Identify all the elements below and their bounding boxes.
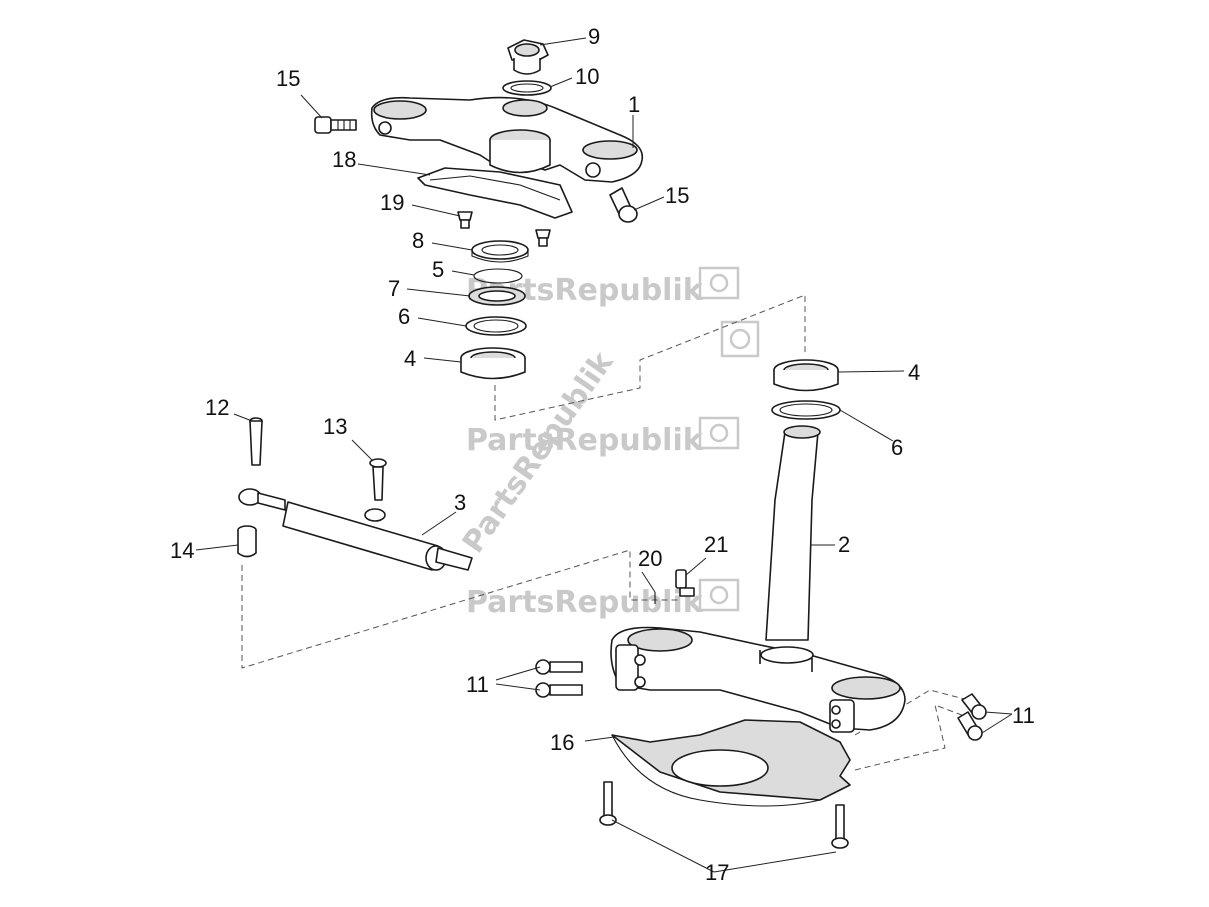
callout-19: 19 — [380, 190, 404, 215]
part-9-steering-nut — [507, 39, 549, 75]
callout-8: 8 — [412, 228, 424, 253]
callout-21: 21 — [704, 532, 728, 557]
part-7-bearing — [468, 286, 526, 306]
part-14-bushing — [237, 525, 257, 558]
callout-11-left: 11 — [466, 672, 489, 697]
callout-14: 14 — [170, 538, 194, 563]
callout-6-right: 6 — [891, 435, 903, 460]
gear-flag-icon — [698, 578, 740, 612]
callout-11-right: 11 — [1012, 703, 1035, 728]
part-4-bearing-lower — [773, 359, 839, 392]
part-15-bolt-left — [314, 116, 357, 134]
part-6-bearing-race-upper — [465, 316, 527, 336]
part-19-screw-b — [535, 229, 551, 247]
leader-lines — [195, 37, 1013, 873]
part-21-fitting — [675, 569, 695, 597]
gear-flag-icon — [720, 320, 760, 358]
callout-5: 5 — [432, 257, 444, 282]
callout-4-right: 4 — [908, 360, 920, 385]
part-17-screw-right — [831, 804, 849, 849]
part-4-bearing-upper — [460, 347, 526, 380]
part-15-bolt-right — [609, 187, 638, 223]
gear-flag-icon — [698, 266, 740, 300]
callout-4-left: 4 — [404, 346, 416, 371]
part-3-steering-damper — [238, 488, 473, 571]
part-17-screw-left — [599, 781, 617, 826]
callout-17: 17 — [705, 860, 729, 885]
part-2-lower-triple-clamp — [610, 425, 906, 733]
watermark-text-3: PartsRepublik — [466, 585, 704, 620]
part-11-bolt-d — [957, 711, 983, 741]
part-19-screw-a — [457, 211, 473, 229]
callout-20: 20 — [638, 546, 662, 571]
part-12-pin — [249, 417, 263, 466]
part-8-seal — [471, 240, 529, 263]
assembly-guide-lines — [241, 294, 976, 771]
part-16-guard-plate — [611, 719, 851, 807]
callout-12: 12 — [205, 395, 229, 420]
part-6-bearing-race-lower — [771, 400, 841, 420]
callout-10: 10 — [575, 64, 599, 89]
callout-15-right: 15 — [665, 183, 689, 208]
callout-7: 7 — [388, 276, 400, 301]
watermark-text-2: PartsRepublik — [466, 423, 704, 458]
part-5-ring — [473, 268, 523, 284]
callout-18: 18 — [332, 147, 356, 172]
part-11-bolt-b — [535, 682, 583, 698]
callout-9: 9 — [588, 24, 600, 49]
callout-15-left: 15 — [276, 66, 300, 91]
part-13-bolt — [369, 458, 387, 501]
callout-labels: 9 10 1 15 15 18 19 8 5 7 6 4 4 6 2 3 12 … — [170, 24, 1035, 885]
gear-flag-icon — [698, 416, 740, 450]
callout-13: 13 — [323, 414, 347, 439]
part-10-washer — [502, 80, 552, 96]
callout-1: 1 — [628, 92, 640, 117]
part-1-upper-triple-clamp — [370, 96, 644, 183]
callout-6-left: 6 — [398, 304, 410, 329]
callout-2: 2 — [838, 532, 850, 557]
callout-3: 3 — [454, 490, 466, 515]
callout-16: 16 — [550, 730, 574, 755]
part-18-clamp-plate — [417, 167, 573, 219]
part-11-bolt-a — [535, 659, 583, 675]
